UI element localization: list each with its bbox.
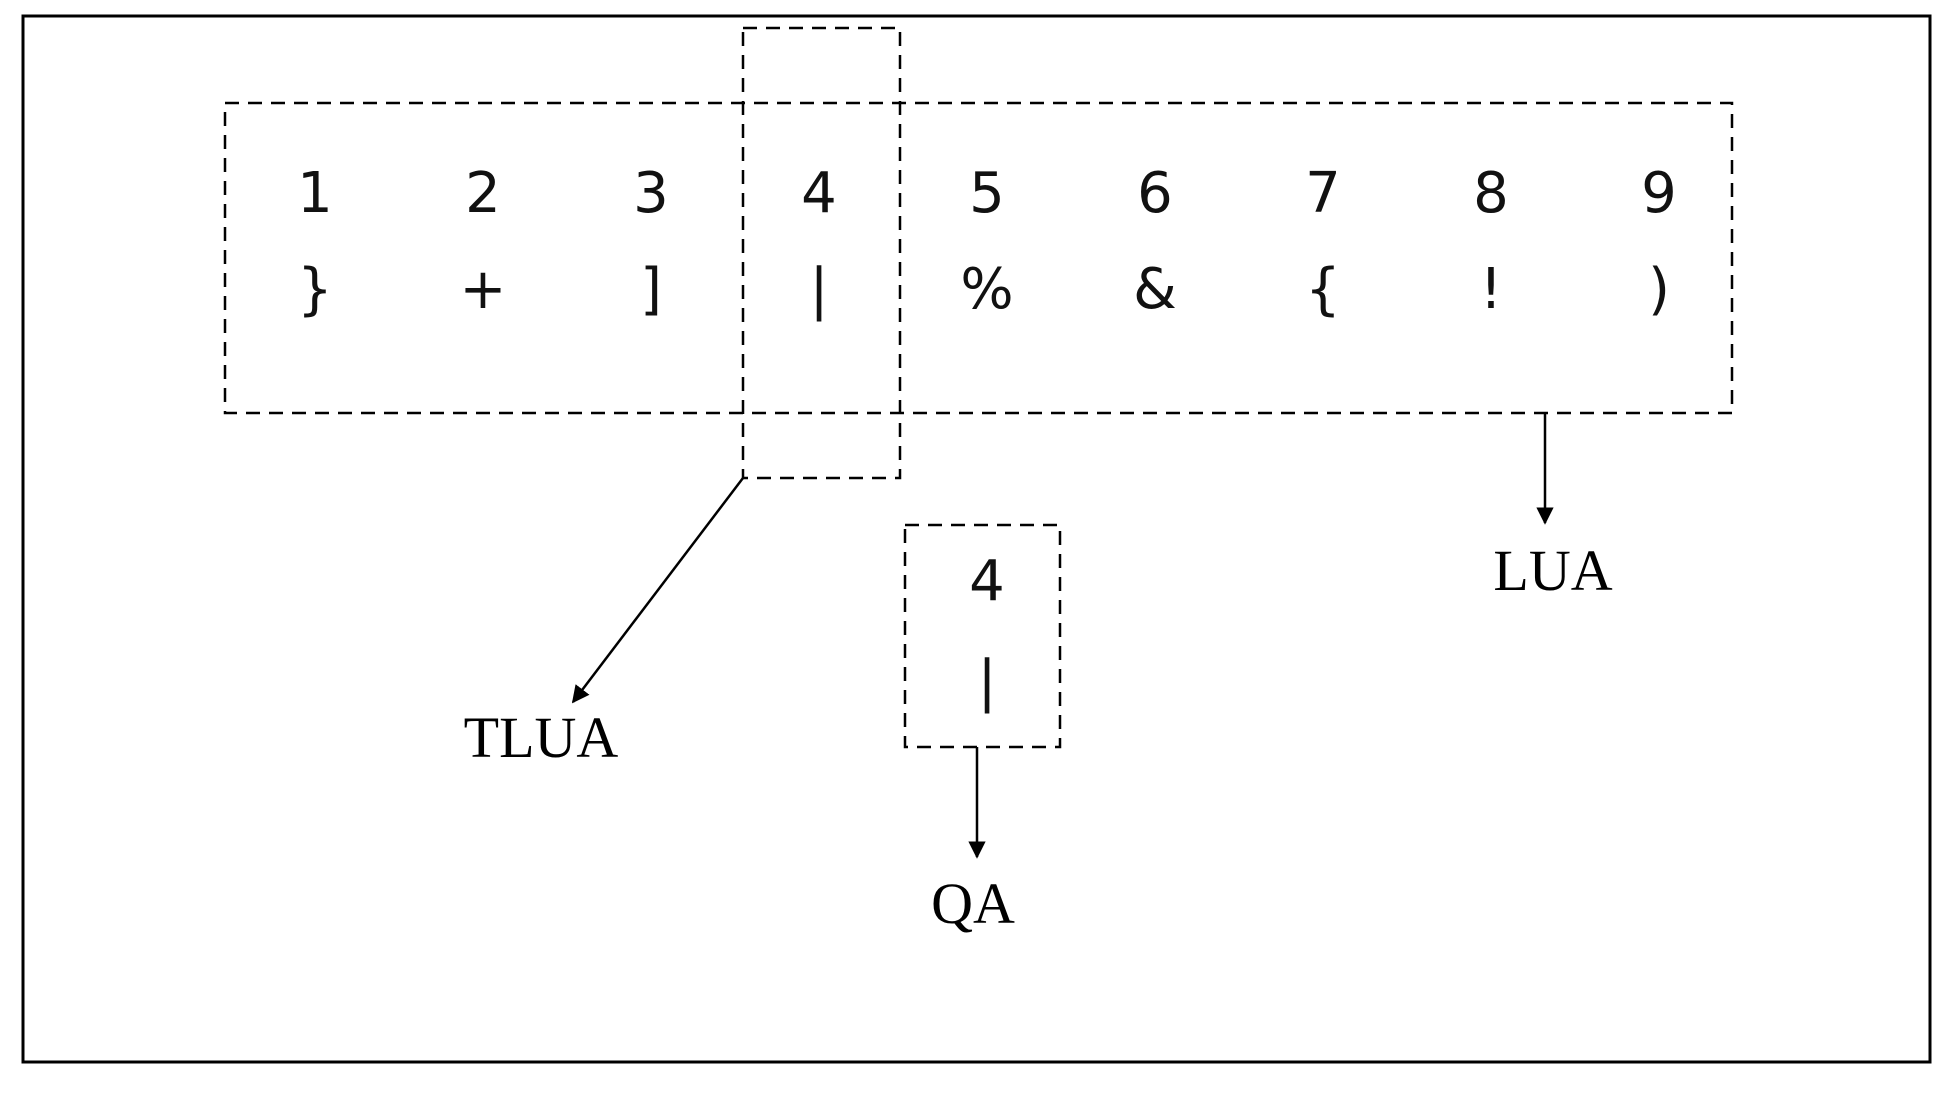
lua-symbol-9: ) — [1648, 257, 1670, 322]
qa-label: QA — [931, 871, 1015, 936]
tlua-label: TLUA — [464, 705, 619, 770]
tlua-box — [741, 26, 902, 480]
lua-number-9: 9 — [1641, 161, 1677, 226]
lua-number-5: 5 — [969, 161, 1005, 226]
lua-symbol-7: { — [1305, 257, 1341, 322]
qa-symbol: | — [978, 649, 997, 714]
lua-symbol-3: ] — [640, 257, 662, 322]
lua-symbol-row: } +] |% & {!) — [297, 257, 1670, 322]
lua-symbol-2: + — [460, 257, 507, 322]
qa-box — [903, 523, 1062, 749]
lua-symbol-4: | — [810, 257, 829, 322]
lua-number-3: 3 — [633, 161, 669, 226]
qa-number: 4 — [969, 549, 1005, 614]
lua-symbol-6: & — [1133, 257, 1177, 322]
lua-number-row: 1 2 3 4 5 6 7 8 9 — [297, 161, 1677, 226]
lua-label: LUA — [1493, 538, 1612, 603]
lua-symbol-8: ! — [1480, 257, 1502, 322]
tlua-arrow — [571, 477, 744, 704]
lua-symbol-5: % — [960, 257, 1013, 322]
lua-number-1: 1 — [297, 161, 333, 226]
lua-number-8: 8 — [1473, 161, 1509, 226]
lua-box — [223, 101, 1734, 415]
outer-frame — [21, 14, 1932, 1064]
lua-number-6: 6 — [1137, 161, 1173, 226]
lua-number-7: 7 — [1305, 161, 1341, 226]
lua-symbol-1: } — [297, 257, 333, 322]
lua-number-4: 4 — [801, 161, 837, 226]
lua-number-2: 2 — [465, 161, 501, 226]
